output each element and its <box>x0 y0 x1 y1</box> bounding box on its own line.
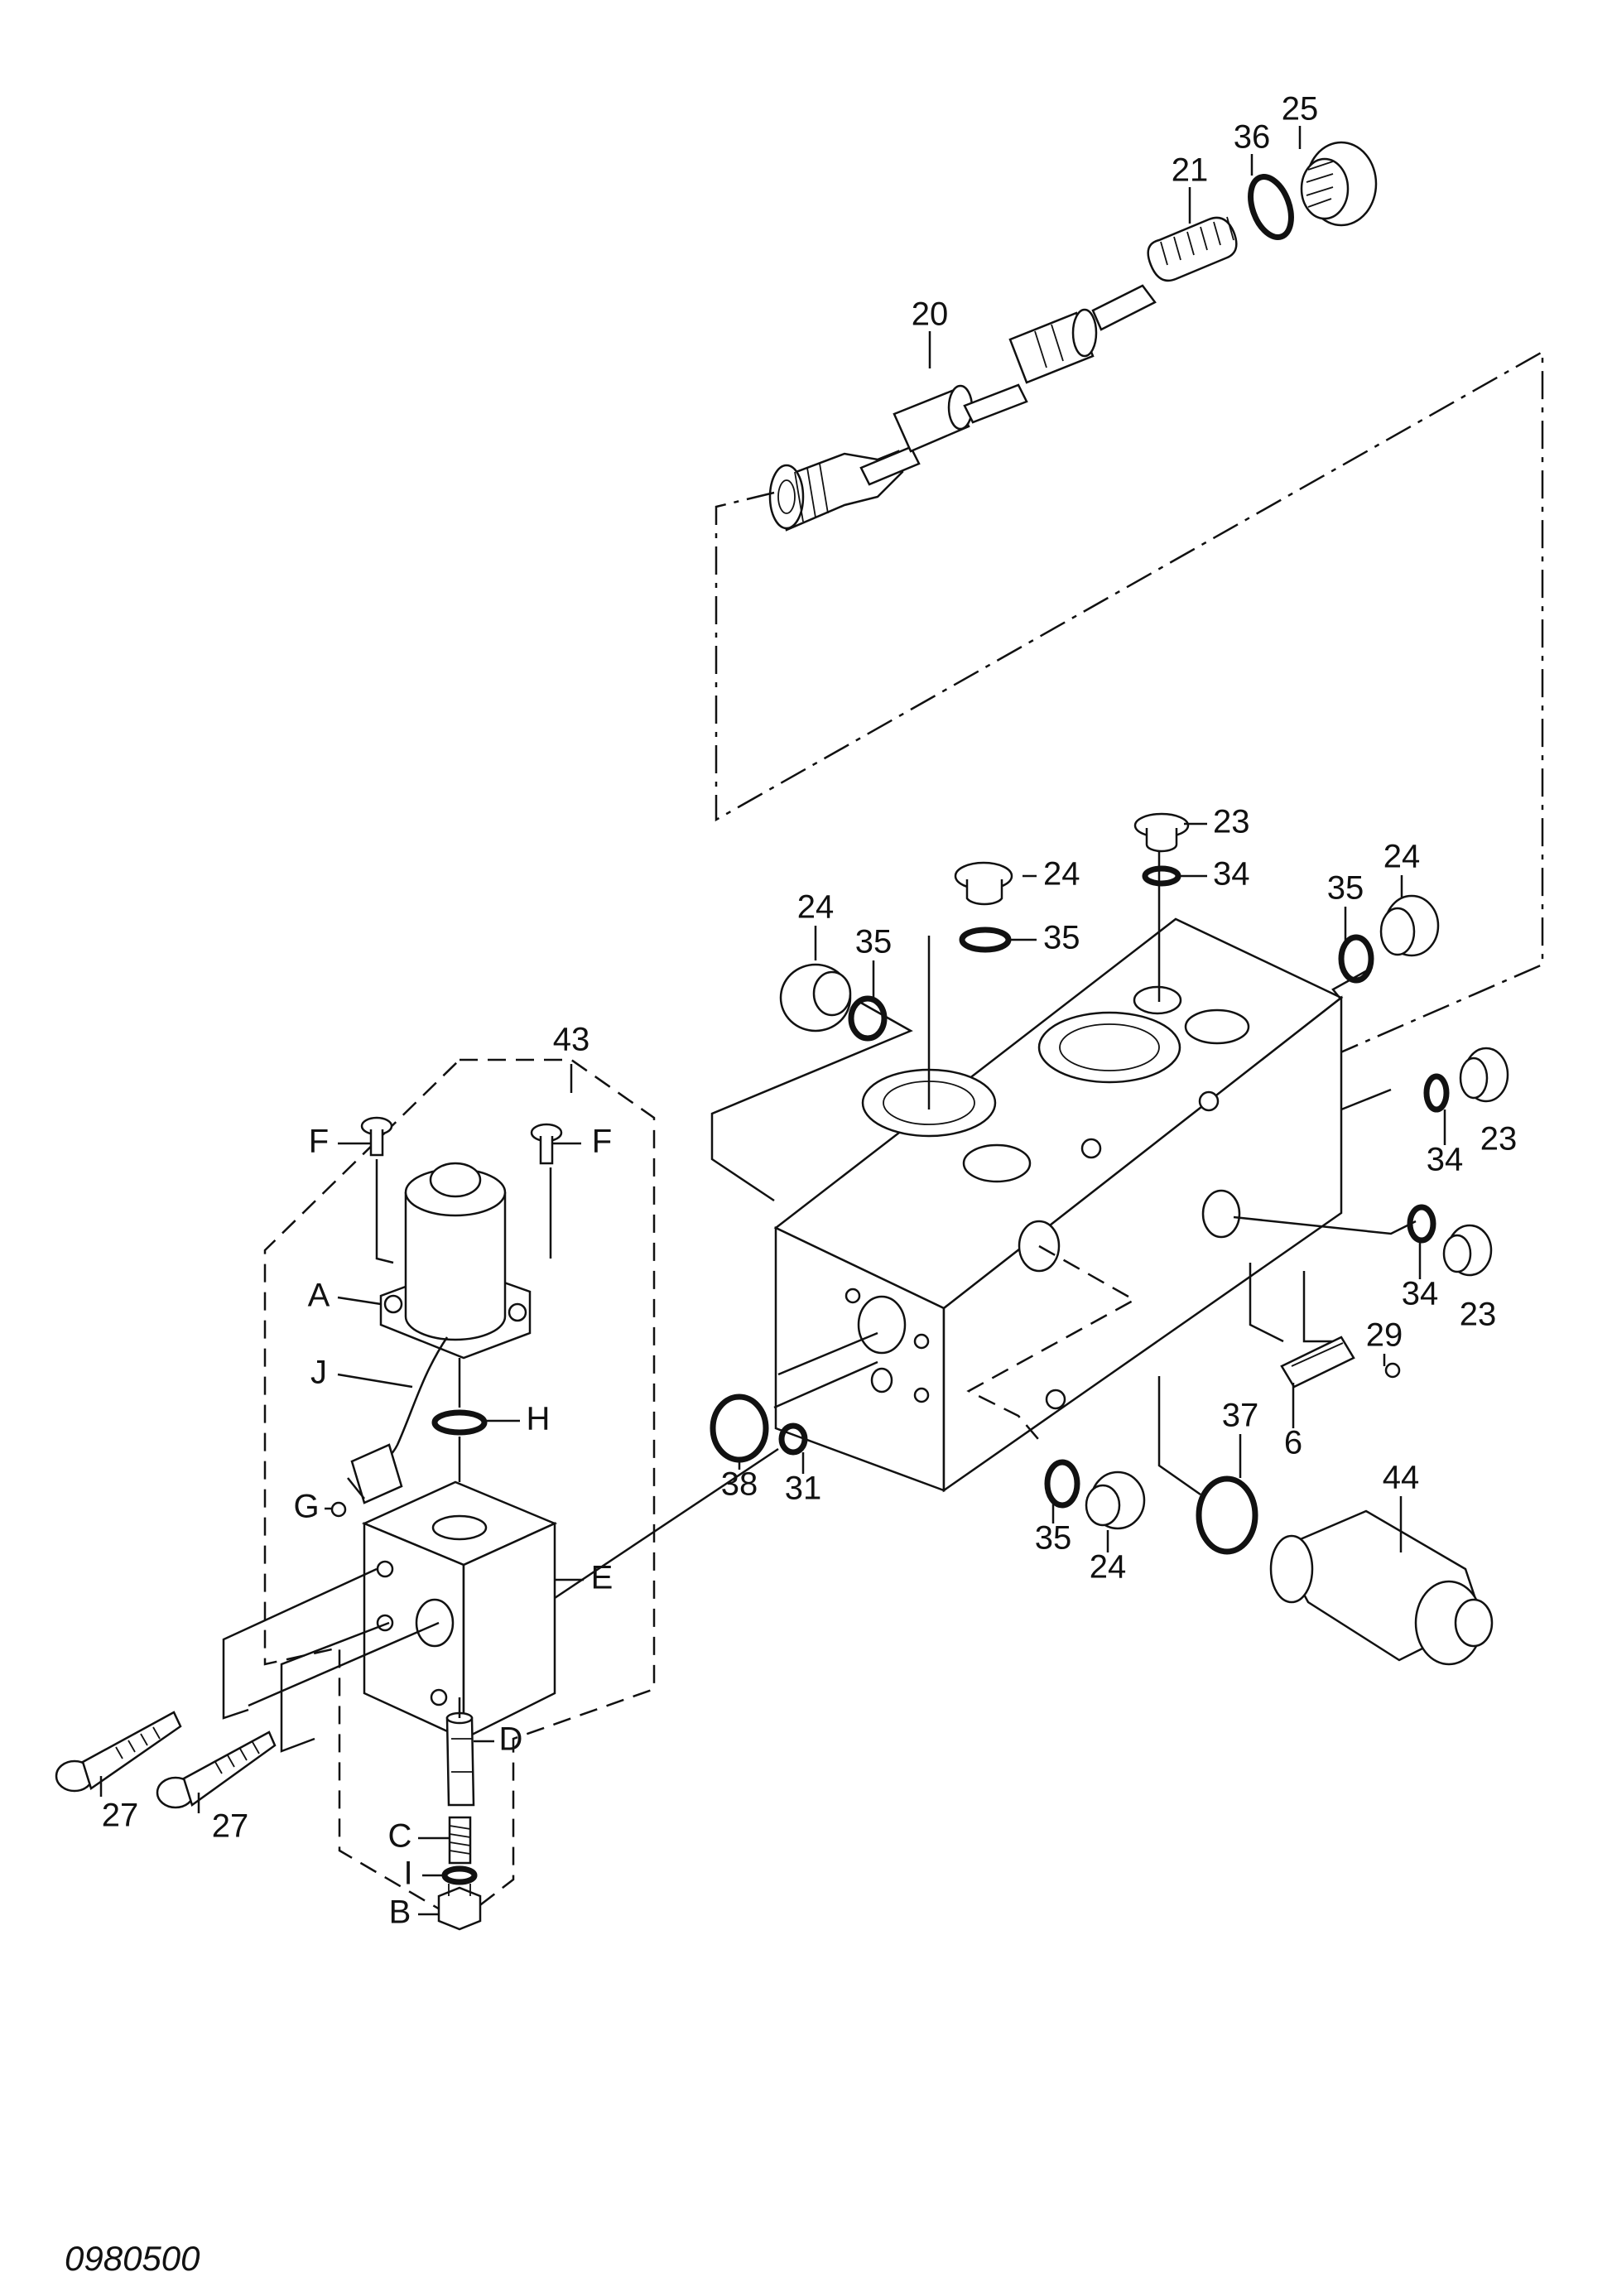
solenoid-coil-A <box>379 1162 532 1360</box>
callout-B: B <box>389 1894 411 1931</box>
callout-37: 37 <box>1222 1398 1259 1434</box>
wiring-harness-J <box>347 1336 449 1504</box>
callout-F-left: F <box>309 1124 329 1160</box>
valve-body <box>773 917 1344 1493</box>
callout-38: 38 <box>721 1466 758 1503</box>
callout-34-right-upper: 34 <box>1427 1142 1464 1178</box>
callout-24-top: 24 <box>1043 856 1080 893</box>
screw-F-right <box>530 1123 563 1165</box>
o-ring-I <box>441 1865 478 1885</box>
callout-29: 29 <box>1366 1317 1403 1354</box>
callout-labels: 25 36 21 20 23 24 34 35 24 35 35 24 23 3… <box>102 91 1518 1931</box>
callout-35-bottom: 35 <box>1035 1520 1072 1557</box>
plug-24-left <box>779 963 852 1032</box>
callout-6: 6 <box>1284 1425 1302 1461</box>
plug-24-top <box>954 861 1013 906</box>
o-ring-H <box>431 1409 488 1436</box>
o-ring-34-right-upper <box>1423 1073 1450 1113</box>
callout-35-left: 35 <box>855 924 893 960</box>
callout-24-right: 24 <box>1383 839 1421 875</box>
solenoid-assembly-43 <box>330 1116 563 1931</box>
o-ring-31 <box>778 1422 808 1456</box>
ball-G <box>330 1501 347 1518</box>
spring-C <box>448 1816 472 1865</box>
o-ring-34-right-lower <box>1407 1204 1436 1244</box>
o-ring-35-bottom <box>1044 1459 1080 1509</box>
valve-block-E <box>361 1480 558 1741</box>
callout-31: 31 <box>785 1470 822 1507</box>
callout-34-right-lower: 34 <box>1402 1276 1439 1312</box>
plug-24-right <box>1379 894 1440 957</box>
callout-I: I <box>403 1856 412 1892</box>
solenoid-leader-lines <box>222 1159 779 1753</box>
callout-44: 44 <box>1383 1460 1420 1496</box>
callout-H: H <box>527 1401 551 1437</box>
spool-assembly <box>768 141 1378 532</box>
callout-G: G <box>293 1489 319 1525</box>
fittings <box>710 812 1509 1666</box>
solenoid-assembly-boundary <box>263 1058 656 1923</box>
plate-6 <box>1280 1336 1355 1389</box>
callout-J: J <box>310 1355 327 1391</box>
callout-20: 20 <box>912 296 949 333</box>
callout-23-right-upper: 23 <box>1480 1121 1518 1158</box>
callout-C: C <box>388 1818 412 1855</box>
callout-34-top: 34 <box>1213 856 1250 893</box>
plug-25-drawing <box>1300 141 1378 227</box>
o-ring-35-right <box>1338 934 1374 984</box>
callout-43: 43 <box>553 1022 590 1058</box>
callout-21: 21 <box>1172 152 1209 189</box>
callout-E: E <box>591 1560 614 1596</box>
callout-ticks <box>325 126 1446 1916</box>
callout-35-top: 35 <box>1043 920 1080 956</box>
plug-B <box>437 1884 482 1931</box>
relief-valve-44 <box>1269 1509 1494 1666</box>
callout-F-right: F <box>592 1124 612 1160</box>
spool-leader-bracket <box>715 349 1544 1057</box>
plug-23-right-lower <box>1442 1224 1493 1277</box>
callout-23-top: 23 <box>1213 804 1250 840</box>
spring-21 <box>1147 216 1238 282</box>
bolt-27-upper <box>55 1711 182 1793</box>
o-ring-35-left <box>848 995 888 1042</box>
callout-25: 25 <box>1282 91 1319 128</box>
figure-id: 0980500 <box>65 2239 200 2278</box>
callout-36: 36 <box>1234 119 1271 156</box>
callout-23-right-lower: 23 <box>1460 1297 1497 1333</box>
o-ring-36 <box>1248 174 1294 240</box>
screw-29 <box>1384 1362 1401 1379</box>
bolt-27-lower <box>156 1730 277 1809</box>
callout-24-bottom: 24 <box>1090 1549 1127 1586</box>
callout-27-upper: 27 <box>102 1798 139 1834</box>
o-ring-35-top <box>959 927 1012 953</box>
screw-F-left <box>360 1116 393 1157</box>
callout-D: D <box>499 1721 523 1758</box>
plug-23-top <box>1133 812 1190 853</box>
spool-D <box>445 1711 475 1807</box>
plug-23-right-upper <box>1459 1047 1509 1103</box>
callout-24-left: 24 <box>797 889 835 926</box>
callout-27-lower: 27 <box>212 1808 249 1845</box>
bolt-leader-27 <box>99 1776 200 1813</box>
plug-24-bottom <box>1085 1470 1146 1530</box>
o-ring-38 <box>710 1393 769 1463</box>
callout-A: A <box>308 1278 330 1314</box>
o-ring-34-top <box>1142 865 1181 887</box>
callout-35-right: 35 <box>1327 870 1364 907</box>
o-ring-37 <box>1196 1475 1258 1555</box>
spool-20 <box>768 284 1157 532</box>
